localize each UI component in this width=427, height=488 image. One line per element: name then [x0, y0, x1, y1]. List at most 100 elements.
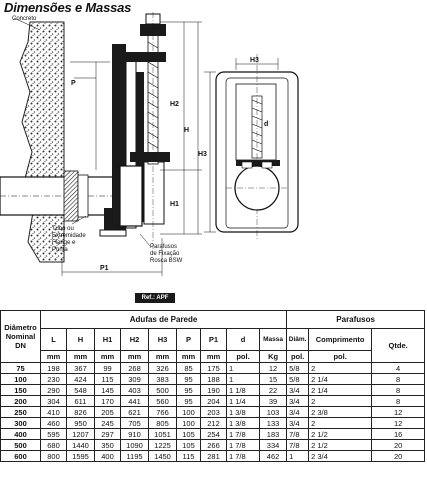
- table-cell: 304: [40, 395, 67, 407]
- cell-dn: 250: [0, 406, 41, 418]
- table-cell: 297: [94, 428, 121, 440]
- spec-table: Diâmetro Nominal DN Adufas de Parede Par…: [0, 310, 426, 462]
- dim-p1: P1: [100, 265, 109, 272]
- dim-h1: H1: [170, 201, 179, 208]
- table-cell: 1090: [120, 439, 149, 451]
- table-cell: 595: [40, 428, 67, 440]
- table-cell: 8: [371, 373, 426, 385]
- table-cell: 460: [40, 417, 67, 429]
- table-cell: 441: [120, 395, 149, 407]
- label-tubo-2: Extremidade: [52, 233, 86, 239]
- col-massa: Massa: [258, 328, 288, 351]
- cell-dn: 200: [0, 395, 41, 407]
- col-h: H: [66, 328, 95, 351]
- front-view: H3 d H3: [198, 54, 299, 240]
- table-cell: 1 3/8: [226, 406, 260, 418]
- table-cell: 95: [176, 373, 201, 385]
- table-cell: 1: [226, 362, 260, 374]
- table-cell: 266: [200, 439, 227, 451]
- table-cell: 2: [308, 395, 373, 407]
- table-cell: 1: [226, 373, 260, 385]
- table-cell: 805: [148, 417, 177, 429]
- dim-d: d: [264, 121, 268, 128]
- table-cell: 12: [258, 362, 288, 374]
- unit-d: pol.: [226, 350, 260, 363]
- table-cell: 1450: [148, 450, 177, 462]
- unit-p1: mm: [200, 350, 227, 363]
- table-cell: 950: [66, 417, 95, 429]
- cell-dn: 150: [0, 384, 41, 396]
- label-concreto: Concreto: [12, 16, 37, 22]
- table-cell: 424: [66, 373, 95, 385]
- table-cell: 2 3/8: [308, 406, 373, 418]
- table-cell: 680: [40, 439, 67, 451]
- label-parafusos-2: de Fixação: [150, 251, 180, 257]
- table-cell: 326: [148, 362, 177, 374]
- table-cell: 203: [200, 406, 227, 418]
- cell-dn: 600: [0, 450, 41, 462]
- col-qtde: Qtde.: [371, 328, 426, 363]
- dim-h2: H2: [170, 101, 179, 108]
- col-d: d: [226, 328, 260, 351]
- table-cell: 309: [120, 373, 149, 385]
- table-cell: 12: [371, 417, 426, 429]
- table-cell: 800: [40, 450, 67, 462]
- table-cell: 1 1/8: [226, 384, 260, 396]
- table-cell: 2 3/4: [308, 450, 373, 462]
- table-cell: 1 7/8: [226, 450, 260, 462]
- table-cell: 400: [94, 450, 121, 462]
- table-cell: 145: [94, 384, 121, 396]
- dim-p: P: [71, 80, 76, 87]
- table-cell: 3/4: [286, 417, 310, 429]
- table-cell: 115: [176, 450, 201, 462]
- table-cell: 910: [120, 428, 149, 440]
- table-cell: 7/8: [286, 439, 310, 451]
- table-cell: 12: [371, 406, 426, 418]
- table-cell: 1051: [148, 428, 177, 440]
- col-l: L: [40, 328, 67, 351]
- table-cell: 2 1/2: [308, 439, 373, 451]
- col-h1: H1: [94, 328, 121, 351]
- header-adufas: Adufas de Parede: [39, 310, 288, 329]
- table-cell: 1: [286, 450, 310, 462]
- table-cell: 170: [94, 395, 121, 407]
- table-cell: 705: [120, 417, 149, 429]
- table-cell: 2: [308, 417, 373, 429]
- cell-dn: 500: [0, 439, 41, 451]
- unit-l: mm: [40, 350, 67, 363]
- label-tubo-3: Flange e: [52, 240, 76, 246]
- col-diam: Diâm.: [286, 328, 310, 351]
- table-cell: 1 7/8: [226, 439, 260, 451]
- table-cell: 15: [258, 373, 288, 385]
- table-cell: 462: [258, 450, 288, 462]
- page-title: Dimensões e Massas: [4, 0, 132, 15]
- cell-dn: 100: [0, 373, 41, 385]
- table-cell: 5/8: [286, 362, 310, 374]
- unit-massa: Kg: [258, 350, 288, 363]
- table-cell: 105: [176, 439, 201, 451]
- table-cell: 39: [258, 395, 288, 407]
- table-cell: 1 7/8: [226, 428, 260, 440]
- table-cell: 1207: [66, 428, 95, 440]
- table-cell: 99: [94, 362, 121, 374]
- table-cell: 2 1/4: [308, 373, 373, 385]
- table-cell: 621: [120, 406, 149, 418]
- table-cell: 95: [176, 384, 201, 396]
- header-parafusos: Parafusos: [286, 310, 426, 329]
- col-h3: H3: [148, 328, 177, 351]
- table-cell: 100: [176, 406, 201, 418]
- table-cell: 1225: [148, 439, 177, 451]
- unit-h1: mm: [94, 350, 121, 363]
- table-cell: 20: [371, 450, 426, 462]
- table-cell: 548: [66, 384, 95, 396]
- table-cell: 190: [200, 384, 227, 396]
